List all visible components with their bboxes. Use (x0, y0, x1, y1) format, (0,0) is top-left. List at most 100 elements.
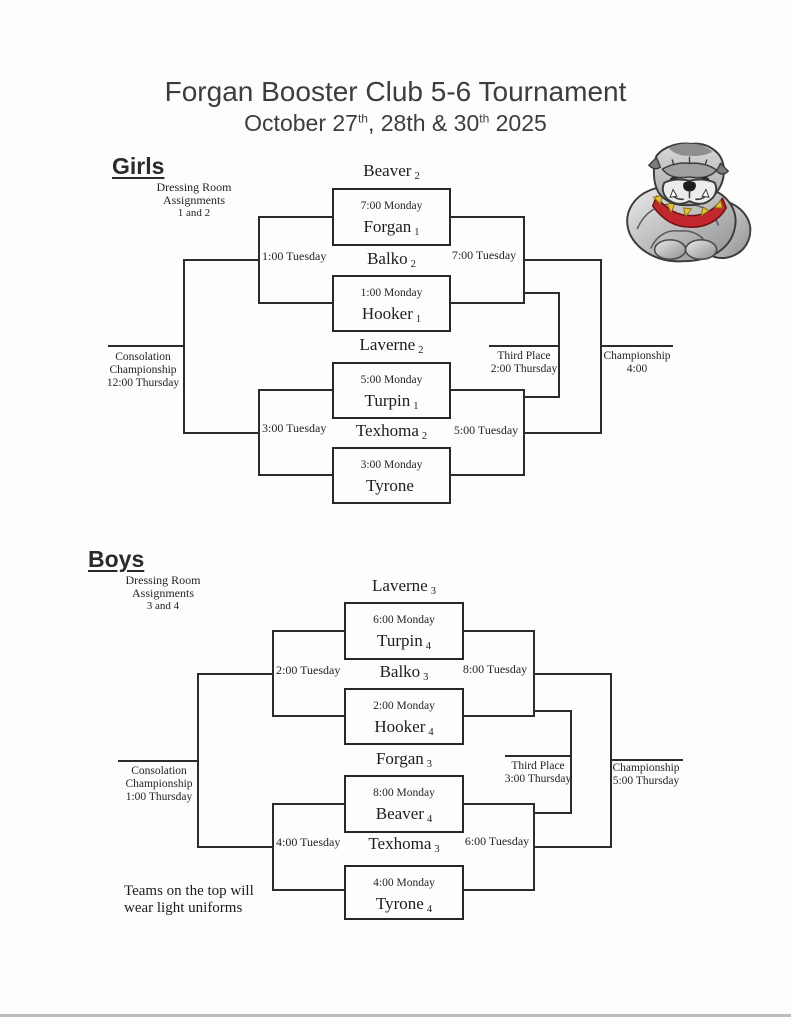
uniform-note: Teams on the top will wear light uniform… (124, 883, 254, 916)
game-time: 5:00 Monday (360, 374, 423, 386)
bracket-line (489, 345, 558, 347)
bracket-line (533, 812, 570, 814)
bracket-line (451, 216, 523, 218)
team-subscript: 3 (426, 759, 433, 770)
bracket-line (451, 389, 523, 391)
bracket-line (272, 803, 344, 805)
team-subscript: 4 (426, 904, 433, 915)
bracket-line (108, 345, 183, 347)
bracket-line (523, 292, 558, 294)
bracket-line (533, 673, 610, 675)
winners-time-label: 5:00 Tuesday (453, 423, 519, 437)
bracket-line (272, 715, 344, 717)
bracket-line (533, 846, 610, 848)
bracket-line (258, 216, 332, 218)
bracket-line (258, 302, 332, 304)
bracket-line (183, 259, 185, 434)
team-subscript: 1 (413, 401, 419, 412)
team-subscript: 2 (414, 171, 420, 182)
team-subscript: 2 (421, 431, 428, 442)
bracket-line (570, 710, 572, 814)
team-subscript: 2 (418, 345, 424, 356)
bracket-line (197, 846, 274, 848)
semifinal-time-label: 2:00 Tuesday (276, 663, 341, 677)
team-subscript: 3 (430, 586, 436, 597)
bracket-line (272, 630, 344, 632)
bracket-line (610, 759, 683, 761)
bracket-line (464, 715, 533, 717)
team-subscript: 3 (423, 672, 429, 683)
team-subscript: 2 (410, 259, 416, 270)
game-box: 3:00 Monday Tyrone (332, 447, 451, 504)
winners-time-label: 8:00 Tuesday (462, 662, 528, 676)
bracket-line (533, 710, 570, 712)
team-subscript: 4 (426, 814, 433, 825)
bracket-line (197, 673, 274, 675)
bracket-line (118, 760, 197, 762)
game-time: 3:00 Monday (360, 459, 423, 471)
bracket-line (523, 432, 600, 434)
game-time: 1:00 Monday (360, 287, 423, 299)
team-name: Tyrone (366, 476, 414, 495)
semifinal-time-label: 3:00 Tuesday (262, 421, 327, 435)
bracket-line (523, 259, 600, 261)
game-time: 2:00 Monday (373, 700, 435, 712)
bracket-line (197, 673, 199, 848)
game-time: 8:00 Monday (373, 787, 435, 799)
bulldog-mascot-icon (626, 142, 752, 263)
bracket-line (600, 345, 673, 347)
game-time: 4:00 Monday (373, 877, 435, 889)
girls-dressing-room-note: Dressing Room Assignments 1 and 2 (156, 180, 232, 220)
team-subscript: 3 (434, 844, 440, 855)
bracket-line (464, 630, 533, 632)
bracket-line (272, 889, 344, 891)
bracket-line (523, 396, 558, 398)
bracket-line (183, 259, 260, 261)
bracket-line (183, 432, 260, 434)
bracket-line (464, 803, 533, 805)
bracket-line (258, 474, 332, 476)
bracket-line (464, 889, 533, 891)
bracket-line (558, 292, 560, 398)
winners-time-label: 7:00 Tuesday (451, 248, 517, 262)
winners-time-label: 6:00 Tuesday (464, 834, 530, 848)
game-time: 6:00 Monday (373, 614, 435, 626)
girls-heading: Girls (112, 153, 165, 179)
team-subscript: 1 (415, 314, 422, 325)
bracket-line (451, 302, 523, 304)
page-subtitle: October 27th, 28th & 30th 2025 (244, 110, 547, 136)
bracket-line (505, 755, 570, 757)
game-time: 7:00 Monday (360, 200, 423, 212)
bracket-line (451, 474, 523, 476)
semifinal-time-label: 4:00 Tuesday (276, 835, 341, 849)
semifinal-time-label: 1:00 Tuesday (262, 249, 327, 263)
team-subscript: 1 (414, 227, 420, 238)
